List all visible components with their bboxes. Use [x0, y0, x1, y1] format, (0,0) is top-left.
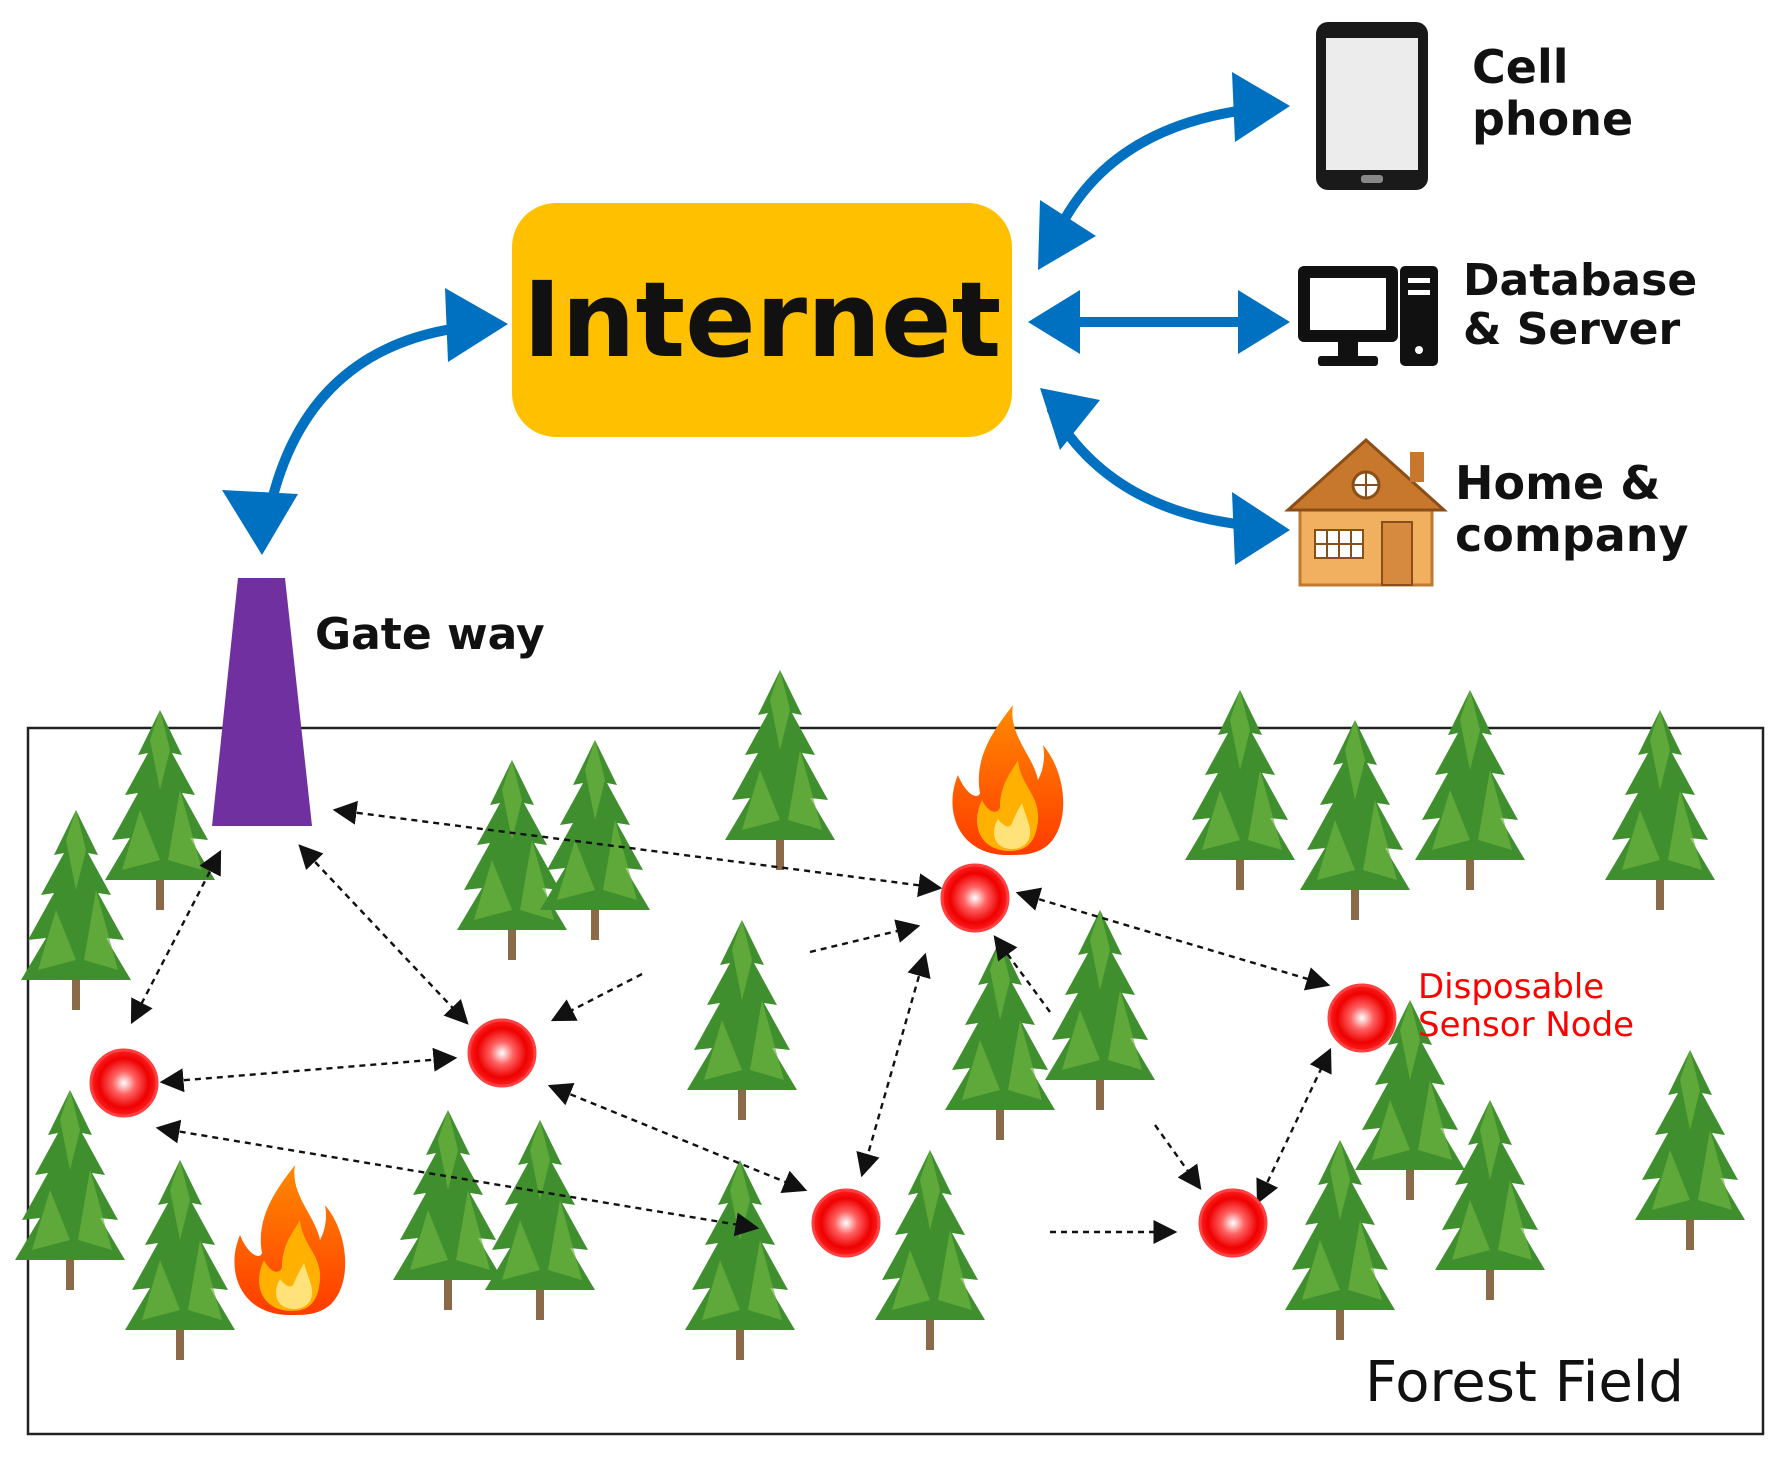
tree-icon	[1300, 720, 1410, 920]
tree-icon	[457, 760, 567, 960]
tree-icon	[1435, 1100, 1545, 1300]
sensor-node-icon	[811, 1188, 881, 1258]
tree-icon	[1605, 710, 1715, 910]
arrow-heads	[222, 72, 1290, 565]
tree-icon	[21, 810, 131, 1010]
database-label-line-1: Database	[1463, 255, 1698, 306]
sensor-node-icon	[1327, 983, 1397, 1053]
cell-phone-label-line-1: Cell	[1472, 40, 1569, 94]
tree-icon	[105, 710, 215, 910]
sensor-node-label: Disposable Sensor Node	[1418, 968, 1634, 1044]
computer-server-icon	[1298, 266, 1438, 366]
sensor-label-line-1: Disposable	[1418, 967, 1605, 1007]
tree-icon	[1185, 690, 1295, 890]
internet-label: Internet	[522, 259, 1002, 381]
tree-icon	[875, 1150, 985, 1350]
house-icon	[1284, 437, 1448, 587]
tree-icon	[540, 740, 650, 940]
tree-icon	[725, 670, 835, 870]
tree-icon	[15, 1090, 125, 1290]
home-label-line-2: company	[1455, 507, 1689, 562]
sensor-node-icon	[1198, 1188, 1268, 1258]
cell-phone-label-line-2: phone	[1472, 91, 1634, 146]
sensor-links	[130, 800, 1332, 1244]
home-company-label: Home & company	[1455, 456, 1689, 562]
sensor-nodes	[89, 863, 1397, 1258]
tree-icon	[1415, 690, 1525, 890]
gateway-label: Gate way	[315, 609, 545, 660]
cell-phone-label: Cell phone	[1472, 40, 1634, 146]
flame-icon	[234, 1165, 346, 1315]
sensor-node-icon	[89, 1048, 159, 1118]
gateway-tower	[212, 578, 312, 826]
tree-icon	[485, 1120, 595, 1320]
sensor-label-line-2: Sensor Node	[1418, 1005, 1635, 1046]
sensor-node-icon	[940, 863, 1010, 933]
database-server-label: Database & Server	[1463, 256, 1697, 355]
tree-icon	[125, 1160, 235, 1360]
database-label-line-2: & Server	[1463, 304, 1681, 356]
tree-icon	[945, 940, 1055, 1140]
tree-icon	[393, 1110, 503, 1310]
tree-icon	[687, 920, 797, 1120]
tree-icon	[1045, 910, 1155, 1110]
internet-box: Internet	[512, 203, 1012, 437]
home-label-line-1: Home &	[1455, 456, 1661, 510]
forest-field-label: Forest Field	[1365, 1350, 1684, 1415]
forest-field-border	[26, 726, 1765, 1436]
cell-phone-icon	[1316, 22, 1428, 190]
tree-icon	[1635, 1050, 1745, 1250]
sensor-node-icon	[467, 1018, 537, 1088]
tree-icon	[685, 1160, 795, 1360]
